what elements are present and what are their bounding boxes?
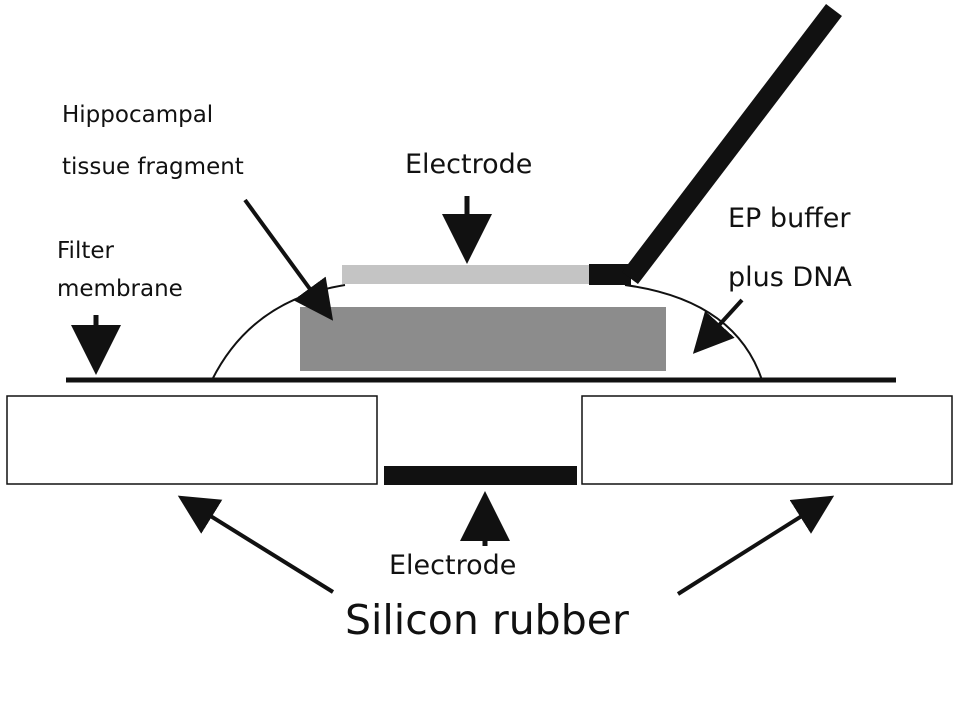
electrode-lead-wire bbox=[622, 3, 842, 285]
arrow-tissue-fragment bbox=[243, 198, 334, 321]
label-silicon-rubber: Silicon rubber bbox=[345, 596, 629, 644]
top-electrode-plate bbox=[342, 265, 589, 284]
arrow-silicon-right bbox=[676, 495, 835, 596]
silicon-rubber-block-left bbox=[6, 395, 378, 485]
arrow-silicon-left bbox=[177, 495, 335, 594]
arrow-ep-buffer bbox=[692, 298, 744, 354]
label-filter-line2: membrane bbox=[57, 276, 183, 302]
bottom-electrode bbox=[384, 466, 577, 485]
label-ep-buffer-line2: plus DNA bbox=[728, 262, 852, 293]
label-filter-line1: Filter bbox=[57, 238, 114, 264]
label-ep-buffer-line1: EP buffer bbox=[728, 203, 851, 234]
top-electrode-contact bbox=[589, 264, 631, 285]
label-tissue-line2: tissue fragment bbox=[62, 154, 244, 180]
label-tissue-line1: Hippocampal bbox=[62, 102, 214, 128]
label-electrode-top: Electrode bbox=[405, 149, 533, 180]
silicon-rubber-block-right bbox=[581, 395, 953, 485]
label-electrode-bottom: Electrode bbox=[389, 550, 517, 581]
tissue-fragment bbox=[300, 307, 666, 371]
